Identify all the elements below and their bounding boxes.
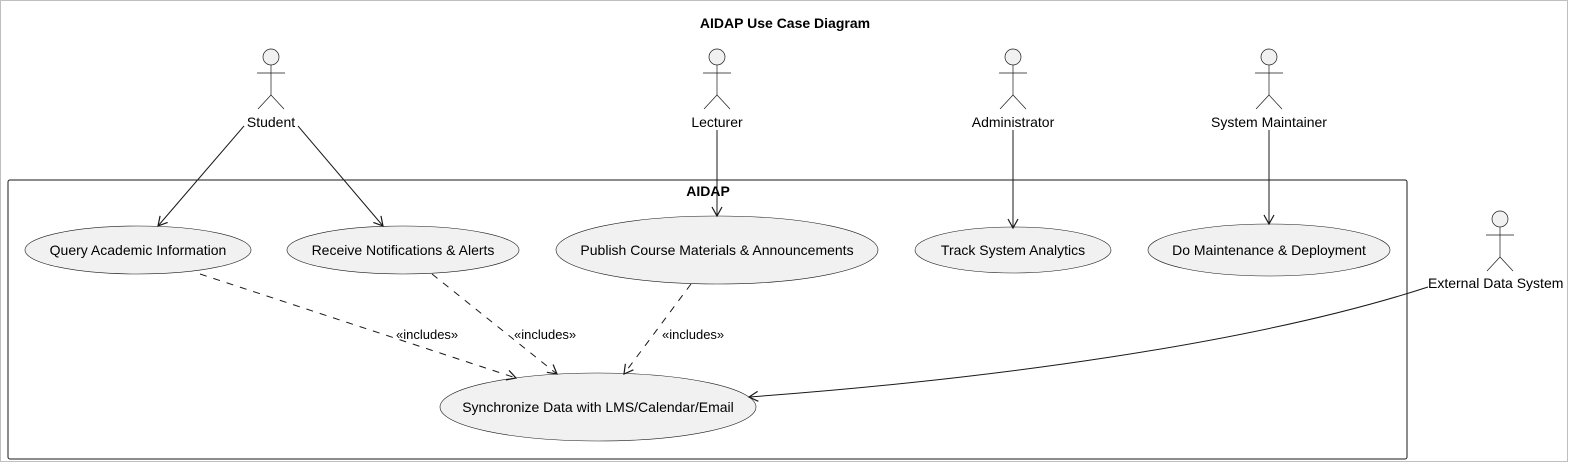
actor-head-icon [1491, 210, 1509, 228]
actor-student: Student [247, 48, 295, 130]
actor-label-lecturer: Lecturer [691, 114, 743, 130]
actor-lecturer: Lecturer [691, 48, 743, 130]
includes-label-publish: «includes» [662, 327, 724, 342]
system-boundary [7, 179, 1408, 460]
use-case-maintenance-deployment: Do Maintenance & Deployment [1147, 223, 1391, 277]
use-case-receive-notifications: Receive Notifications & Alerts [286, 225, 520, 275]
use-case-label: Synchronize Data with LMS/Calendar/Email [462, 399, 734, 415]
includes-label-query: «includes» [396, 327, 458, 342]
association-student-query [157, 125, 245, 227]
use-case-label: Receive Notifications & Alerts [312, 242, 495, 258]
include-publish-sync [623, 283, 692, 375]
use-case-label: Track System Analytics [941, 242, 1085, 258]
actor-head-icon [1260, 48, 1278, 66]
actor-system-maintainer: System Maintainer [1211, 48, 1327, 130]
diagram-title: AIDAP Use Case Diagram [700, 15, 870, 31]
use-case-label: Do Maintenance & Deployment [1172, 242, 1366, 258]
include-query-sync [199, 273, 518, 381]
use-case-track-system-analytics: Track System Analytics [914, 226, 1112, 274]
actor-head-icon [708, 48, 726, 66]
include-notify-sync [431, 273, 558, 375]
actor-external-data-system: External Data System [1428, 210, 1563, 291]
actor-head-icon [262, 48, 280, 66]
use-case-synchronize-data: Synchronize Data with LMS/Calendar/Email [439, 372, 757, 442]
association-external-sync [747, 286, 1429, 402]
system-name: AIDAP [686, 183, 730, 199]
actor-label-student: Student [247, 114, 295, 130]
actor-label-system-maintainer: System Maintainer [1211, 114, 1327, 130]
actor-administrator: Administrator [972, 48, 1055, 130]
use-case-label: Publish Course Materials & Announcements [580, 242, 853, 258]
use-case-query-academic-information: Query Academic Information [24, 225, 252, 275]
association-student-notify [297, 125, 384, 227]
actor-label-external-data-system: External Data System [1428, 275, 1563, 291]
actor-head-icon [1004, 48, 1022, 66]
use-case-label: Query Academic Information [50, 242, 227, 258]
actor-label-administrator: Administrator [972, 114, 1055, 130]
use-case-publish-course-materials: Publish Course Materials & Announcements [555, 215, 879, 285]
includes-label-notify: «includes» [514, 327, 576, 342]
